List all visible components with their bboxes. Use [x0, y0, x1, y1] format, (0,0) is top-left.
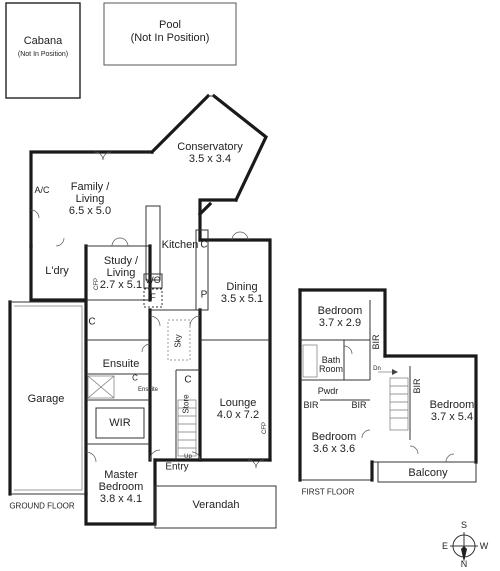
room-lounge: Lounge: [219, 397, 257, 410]
room-master: Master: [104, 469, 138, 482]
first-floor-title: FIRST FLOOR: [301, 487, 355, 497]
room-master-size: 3.8 x 4.1: [99, 493, 143, 506]
wo-label: WO: [145, 275, 161, 286]
stairs-up-label: Up: [184, 453, 192, 460]
cfp-lounge-label: CFP: [261, 422, 268, 434]
ensuite-cupboard-label: C: [132, 373, 138, 383]
room-lounge-size: 4.0 x 7.2: [216, 409, 260, 422]
first-floor-walls: [298, 288, 478, 483]
room-bedroom-2: Bedroom: [311, 431, 357, 444]
bir-3-label: BIR: [351, 400, 367, 411]
cabana-label: Cabana: [23, 35, 63, 48]
compass-icon: [450, 532, 478, 562]
room-verandah: Verandah: [192, 499, 240, 512]
study-cupboard-label: C: [88, 316, 96, 328]
ensuite-small-label: Ensuite: [137, 386, 159, 393]
room-balcony: Balcony: [408, 467, 448, 480]
cfp-study-label: CFP: [93, 278, 100, 290]
room-bathroom-line2: Room: [318, 364, 344, 375]
cabana-note: (Not In Position): [17, 51, 69, 59]
compass-e: E: [441, 541, 449, 552]
room-family-size: 6.5 x 5.0: [68, 205, 112, 218]
ground-floor-walls: [8, 93, 277, 529]
bir-4-label: BIR: [412, 378, 423, 394]
cabana-outline: [5, 2, 81, 99]
room-kitchen: Kitchen: [161, 239, 199, 252]
room-conservatory-size: 3.5 x 3.4: [188, 153, 232, 166]
room-master-line2: Bedroom: [98, 481, 144, 494]
room-conservatory: Conservatory: [177, 141, 243, 154]
room-laundry: L'dry: [45, 265, 69, 278]
room-bedroom-3: Bedroom: [429, 399, 475, 412]
store-cupboard-label: C: [184, 374, 192, 386]
ac-label: A/C: [34, 185, 50, 196]
pool-outline: [103, 2, 237, 66]
room-entry: Entry: [165, 461, 189, 473]
fridge-label: F: [150, 292, 156, 303]
pool-note: (Not In Position): [130, 32, 210, 45]
skylight-label: Sky: [173, 334, 183, 348]
store-label: Store: [181, 394, 191, 414]
pool-label: Pool: [158, 19, 182, 32]
room-study-size: 2.7 x 5.1: [99, 279, 143, 292]
room-garage: Garage: [27, 393, 65, 406]
room-study-line2: Living: [106, 267, 136, 280]
kitchen-cupboard-label: C: [200, 239, 208, 251]
compass-w: W: [479, 541, 489, 552]
room-ensuite: Ensuite: [102, 358, 140, 371]
room-wir: WIR: [109, 417, 131, 430]
compass-n: N: [460, 559, 468, 570]
bir-2-label: BIR: [303, 400, 319, 411]
room-family-line2: Living: [75, 193, 105, 206]
room-bedroom-1-size: 3.7 x 2.9: [318, 317, 362, 330]
room-bedroom-3-size: 3.7 x 5.4: [430, 411, 474, 424]
pantry-label: P: [200, 289, 208, 301]
ground-floor-title: GROUND FLOOR: [9, 501, 75, 511]
room-study: Study /: [103, 255, 139, 268]
bir-1-label: BIR: [371, 334, 382, 350]
room-powder: Pwdr: [317, 386, 339, 397]
room-dining: Dining: [226, 281, 258, 294]
compass-s: S: [460, 520, 468, 531]
room-bathroom: Bath: [321, 355, 341, 366]
stairs-down-label: Dn: [373, 365, 381, 372]
room-dining-size: 3.5 x 5.1: [220, 293, 264, 306]
room-bedroom-1: Bedroom: [317, 305, 363, 318]
room-family: Family /: [70, 181, 110, 194]
room-bedroom-2-size: 3.6 x 3.6: [312, 443, 356, 456]
